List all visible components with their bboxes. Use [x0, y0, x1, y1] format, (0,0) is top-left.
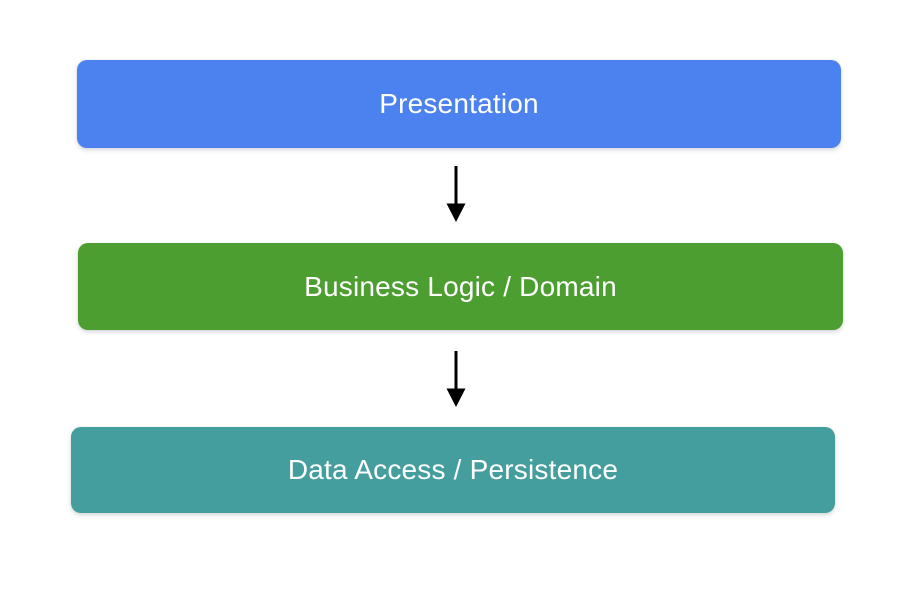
layer-box-presentation: Presentation	[77, 60, 841, 148]
layer-label-data-access: Data Access / Persistence	[287, 454, 619, 485]
layer-label-business-logic: Business Logic / Domain	[304, 270, 617, 302]
arrow-down-icon	[446, 351, 466, 407]
layer-box-business-logic: Business Logic / Domain	[78, 243, 843, 330]
layer-label-presentation: Presentation	[379, 88, 539, 119]
layer-box-data-access: Data Access / Persistence	[71, 427, 835, 513]
arrow-down-icon	[446, 166, 466, 222]
